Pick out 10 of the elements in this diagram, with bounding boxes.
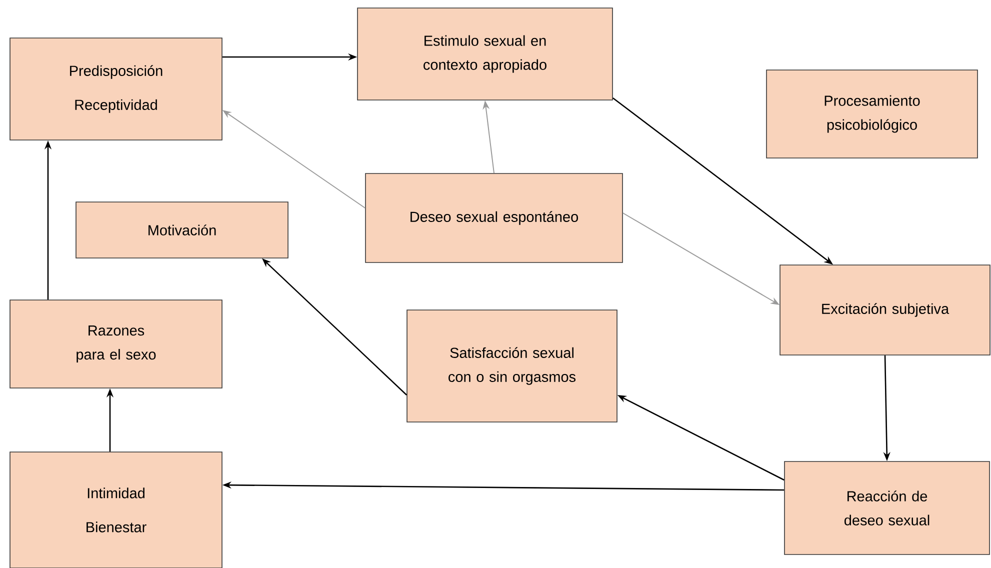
process-box: Reacción de deseo sexual [784, 461, 990, 555]
process-box: Deseo sexual espontáneo [365, 173, 623, 263]
process-box: Excitación subjetiva [780, 264, 990, 356]
process-box: Procesamiento psicobiológico [766, 70, 978, 158]
process-box: Intimidad Bienestar [10, 452, 222, 568]
process-box: Estimulo sexual en contexto apropiado [357, 8, 613, 100]
process-box: Predisposición Receptividad [10, 38, 222, 140]
process-box: Razones para el sexo [10, 300, 222, 388]
process-box: Motivación [76, 202, 288, 258]
process-box: Satisfacción sexual con o sin orgasmos [406, 310, 618, 422]
